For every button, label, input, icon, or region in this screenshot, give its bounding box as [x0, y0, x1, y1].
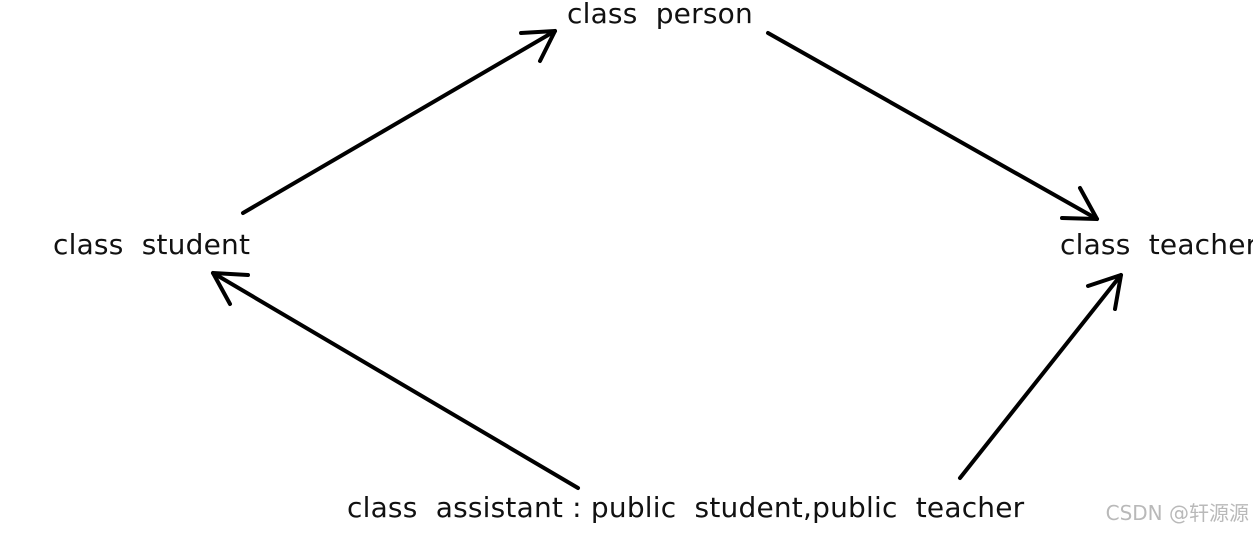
watermark-text: CSDN @轩源源 — [1105, 501, 1249, 525]
node-assistant-label: class assistant : public student,public … — [347, 491, 1025, 524]
arrow-student-to-person — [241, 29, 557, 215]
node-person-label: class person — [567, 0, 753, 30]
arrow-assistant-to-student — [211, 271, 580, 490]
node-teacher-label: class teacher — [1060, 228, 1253, 261]
node-student-label: class student — [53, 228, 251, 261]
arrow-assistant-to-teacher — [958, 273, 1123, 480]
arrow-person-to-teacher — [766, 31, 1099, 221]
